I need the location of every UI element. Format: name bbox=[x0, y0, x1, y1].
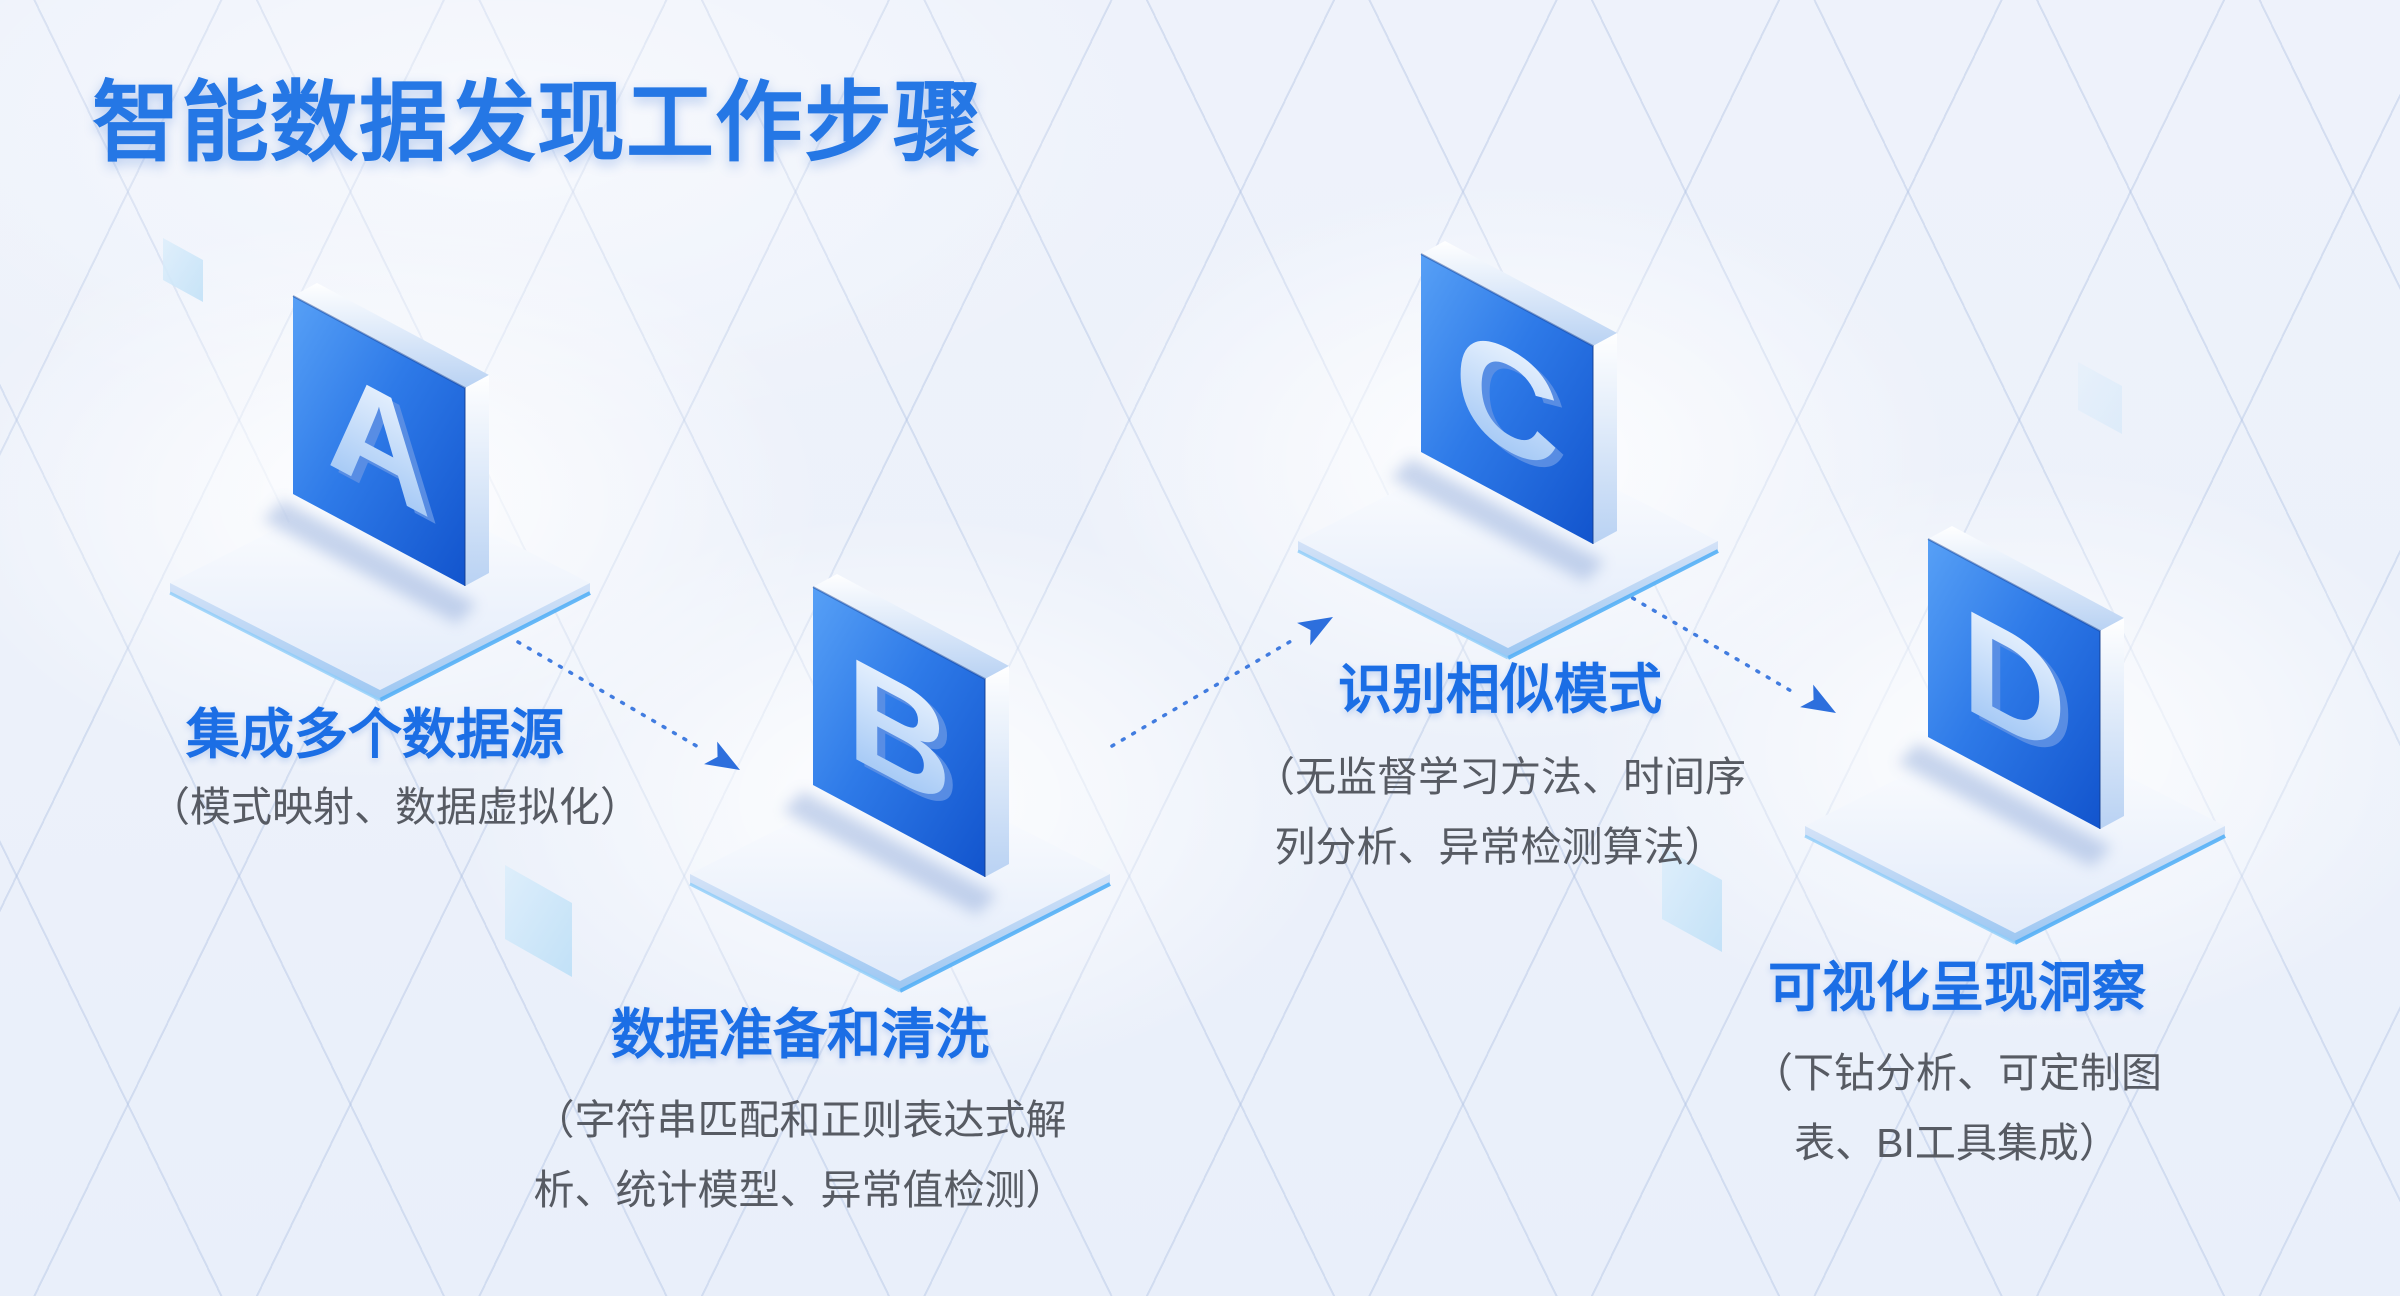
step-d-subtitle: （下钻分析、可定制图 表、BI工具集成） bbox=[1627, 1038, 2287, 1178]
panel-face bbox=[1421, 254, 1593, 544]
page-title: 智能数据发现工作步骤 bbox=[92, 73, 983, 172]
panel-top-edge bbox=[1928, 526, 2124, 631]
panel-shadow bbox=[1898, 743, 2112, 867]
panel-face bbox=[1928, 539, 2100, 829]
panel-top-edge bbox=[813, 574, 1009, 679]
step-a-subtitle: （模式映射、数据虚拟化） bbox=[65, 772, 725, 842]
step-b-subtitle: （字符串匹配和正则表达式解 析、统计模型、异常值检测） bbox=[470, 1085, 1130, 1225]
panel-edge-line bbox=[1420, 253, 1594, 544]
step-d-icon: D D bbox=[1804, 526, 2226, 945]
panel-shadow bbox=[263, 500, 477, 624]
subtitle-line: 析、统计模型、异常值检测） bbox=[533, 1167, 1067, 1213]
step-a-icon: A A bbox=[169, 283, 591, 702]
platform-glow-edge bbox=[899, 882, 1111, 993]
platform-side bbox=[900, 874, 1110, 991]
platform-glow-edge bbox=[169, 591, 381, 702]
panel-right-edge bbox=[465, 375, 489, 586]
subtitle-line: （字符串匹配和正则表达式解 bbox=[533, 1097, 1067, 1143]
step-b-title: 数据准备和清洗 bbox=[611, 1005, 989, 1065]
step-c-subtitle: （无监督学习方法、时间序 列分析、异常检测算法） bbox=[1170, 742, 1830, 882]
subtitle-line: （无监督学习方法、时间序 bbox=[1254, 754, 1746, 800]
step-b-icon: B B bbox=[689, 574, 1111, 993]
panel-right-edge bbox=[985, 666, 1009, 877]
panel-face bbox=[813, 587, 985, 877]
subtitle-line: 列分析、异常检测算法） bbox=[1274, 824, 1726, 870]
platform-glow-edge bbox=[1297, 549, 1509, 660]
platform-side bbox=[170, 583, 380, 700]
step-d-title: 可视化呈现洞察 bbox=[1768, 958, 2146, 1018]
platform-side bbox=[1805, 826, 2015, 943]
platform-side bbox=[380, 583, 590, 700]
panel-edge-line bbox=[812, 586, 986, 877]
panel-top-edge bbox=[1421, 241, 1617, 346]
subtitle-line: （下钻分析、可定制图 bbox=[1752, 1050, 2162, 1096]
subtitle-line: （模式映射、数据虚拟化） bbox=[149, 784, 641, 830]
panel-top-edge bbox=[293, 283, 489, 388]
platform-side bbox=[690, 874, 900, 991]
step-c-icon: C C bbox=[1297, 241, 1719, 660]
step-a-title: 集成多个数据源 bbox=[186, 705, 564, 765]
platform-side bbox=[2015, 826, 2225, 943]
platform-glow-edge bbox=[1804, 834, 2016, 945]
step-c-title: 识别相似模式 bbox=[1338, 660, 1662, 720]
panel-edge-line bbox=[1927, 538, 2101, 829]
platform-glow-edge bbox=[2014, 834, 2226, 945]
platform-glow-edge bbox=[379, 591, 591, 702]
panel-shadow bbox=[1391, 458, 1605, 582]
panel-face bbox=[293, 296, 465, 586]
panel-shadow bbox=[783, 791, 997, 915]
panel-right-edge bbox=[1593, 333, 1617, 544]
subtitle-line: 表、BI工具集成） bbox=[1794, 1120, 2120, 1166]
panel-right-edge bbox=[2100, 618, 2124, 829]
platform-side bbox=[1298, 541, 1508, 658]
platform-glow-edge bbox=[689, 882, 901, 993]
panel-edge-line bbox=[292, 295, 466, 586]
